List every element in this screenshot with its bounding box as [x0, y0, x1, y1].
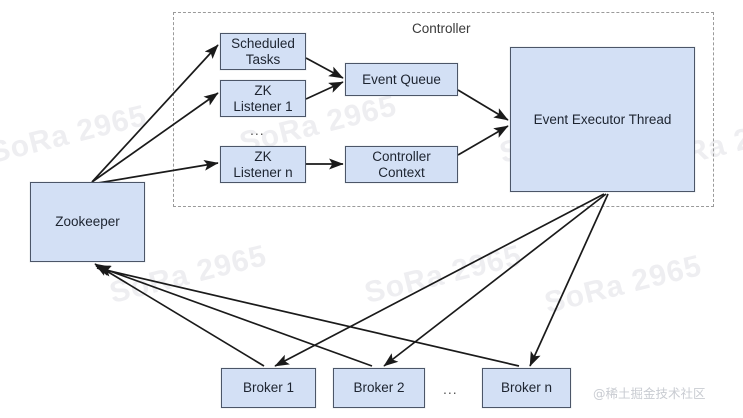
- node-broker-1[interactable]: Broker 1: [221, 368, 316, 408]
- controller-region-label: Controller: [412, 21, 471, 36]
- node-event-queue[interactable]: Event Queue: [345, 63, 458, 96]
- node-broker-2[interactable]: Broker 2: [333, 368, 425, 408]
- watermark-text: SoRa 2965: [361, 239, 526, 310]
- node-label: Event Executor Thread: [533, 111, 672, 127]
- node-zookeeper[interactable]: Zookeeper: [30, 182, 145, 262]
- listener-ellipsis: ...: [250, 122, 265, 138]
- node-label: Broker 1: [242, 380, 295, 396]
- watermark-text: SoRa 2965: [0, 99, 151, 170]
- edge-broker-2-to-zk: [95, 265, 373, 367]
- node-event-executor[interactable]: Event Executor Thread: [510, 47, 695, 192]
- edge-broker-1-to-zk: [94, 263, 265, 367]
- node-label: Broker 2: [353, 380, 405, 396]
- node-label: Event Queue: [362, 71, 441, 87]
- node-broker-n[interactable]: Broker n: [482, 368, 571, 408]
- edge-executor-to-broker-n: [529, 193, 609, 367]
- author-credit: @稀土掘金技术社区: [593, 386, 706, 401]
- broker-ellipsis: ...: [443, 381, 458, 397]
- watermark-text: SoRa 2965: [541, 249, 706, 320]
- edge-executor-to-broker-1: [274, 193, 605, 367]
- node-label: Zookeeper: [55, 214, 120, 230]
- edge-broker-n-to-zk: [96, 265, 520, 367]
- node-label: Broker n: [500, 380, 553, 396]
- edge-executor-to-broker-2: [383, 193, 607, 367]
